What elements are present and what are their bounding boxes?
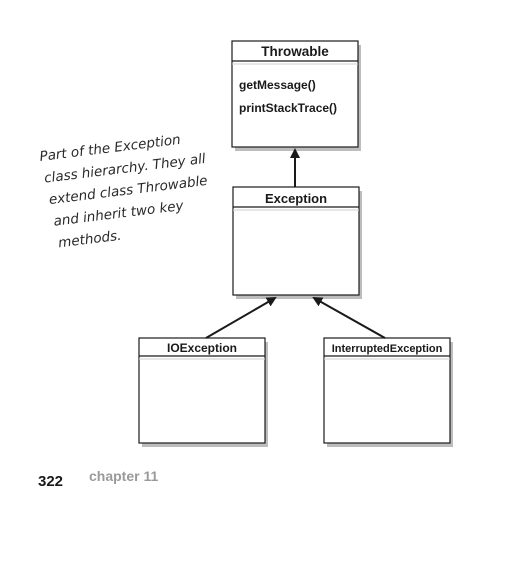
ioexception-class-box: IOException <box>138 337 268 447</box>
exception-box-frame <box>232 186 360 296</box>
exception-class-name: Exception <box>265 191 327 206</box>
handwritten-note: Part of the Exception class hierarchy. T… <box>39 132 209 252</box>
interrupted-class-name: InterruptedException <box>332 343 443 355</box>
throwable-class-box: Throwable getMessage() printStackTrace() <box>231 40 361 151</box>
ioexception-class-name: IOException <box>167 341 237 355</box>
chapter-label: chapter 11 <box>89 468 158 484</box>
ioexception-to-exception-arrow <box>205 296 277 339</box>
exception-class-box: Exception <box>232 186 362 299</box>
throwable-method-printstacktrace: printStackTrace() <box>239 101 337 115</box>
throwable-class-name: Throwable <box>261 44 329 59</box>
throwable-box-frame <box>231 40 359 148</box>
interrupted-to-exception-arrow <box>312 297 386 339</box>
interruptedexception-class-box: InterruptedException <box>323 337 453 447</box>
throwable-method-getmessage: getMessage() <box>239 78 316 92</box>
note-line-5: methods. <box>57 228 122 252</box>
page-number: 322 <box>38 473 63 490</box>
